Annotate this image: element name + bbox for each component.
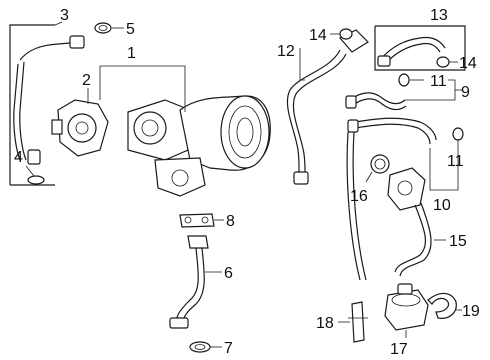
callout-11a: 11 xyxy=(430,73,447,90)
clamp-19 xyxy=(427,292,457,319)
callout-18: 18 xyxy=(316,315,334,332)
o-ring-14b xyxy=(436,56,450,68)
coolant-housing-2 xyxy=(51,99,109,157)
oil-feed-line-assembly xyxy=(9,24,85,186)
callout-10: 10 xyxy=(433,197,451,214)
water-pump-17 xyxy=(384,283,429,331)
callout-6: 6 xyxy=(224,265,233,282)
coolant-pipe-10 xyxy=(346,117,437,281)
callout-2: 2 xyxy=(82,72,91,89)
callout-17: 17 xyxy=(390,341,408,358)
washer-5 xyxy=(94,22,112,34)
bracket-18 xyxy=(348,301,368,343)
washer-7 xyxy=(189,341,211,353)
callout-5: 5 xyxy=(126,21,135,38)
callout-7: 7 xyxy=(224,340,233,357)
callout-11b: 11 xyxy=(447,153,464,170)
o-ring-11a xyxy=(398,73,410,87)
turbocharger-1 xyxy=(127,95,271,197)
callout-14a: 14 xyxy=(309,27,327,44)
callout-15: 15 xyxy=(449,233,467,250)
callout-8: 8 xyxy=(226,213,235,230)
o-ring-11b xyxy=(452,127,464,141)
callout-13: 13 xyxy=(430,7,448,24)
callout-19: 19 xyxy=(462,303,480,320)
callout-12: 12 xyxy=(277,43,295,60)
callout-16: 16 xyxy=(350,188,368,205)
gasket-16 xyxy=(370,154,390,174)
gasket-8 xyxy=(179,213,215,228)
coolant-hose-9 xyxy=(345,92,407,111)
coolant-hose-13 xyxy=(377,36,446,67)
callout-3: 3 xyxy=(60,7,69,24)
oil-return-pipe-6 xyxy=(169,235,209,329)
callout-4: 4 xyxy=(14,149,23,166)
o-ring-14a xyxy=(339,28,353,40)
callout-1: 1 xyxy=(127,45,136,62)
hose-15 xyxy=(387,167,432,277)
callout-14b: 14 xyxy=(459,55,477,72)
callout-9: 9 xyxy=(461,84,470,101)
